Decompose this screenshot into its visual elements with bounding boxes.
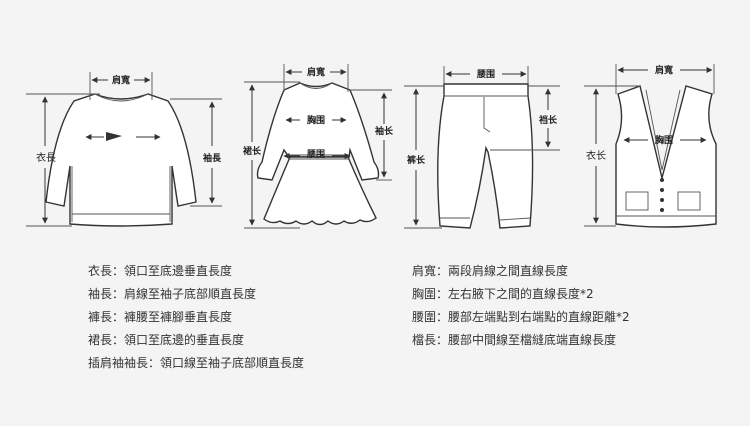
legend-right-1: 肩寬：兩段肩線之間直線長度 <box>412 264 569 278</box>
dress-figure: 肩寬 胸围 腰围 裙长 袖长 <box>243 64 394 229</box>
legend-right-4: 檔長：腰部中間線至檔縫底端直線長度 <box>412 333 617 347</box>
vest-shoulder-label: 肩寬 <box>654 64 673 76</box>
sweater-figure: 肩寬 衣長 袖長 <box>26 72 222 227</box>
legend-right-2: 胸圍：左右腋下之間的直線長度*2 <box>412 287 594 301</box>
dress-skirt <box>263 156 377 226</box>
legend-left-4: 裙長：領口至底邊的垂直長度 <box>88 333 245 347</box>
top-length-label: 衣長 <box>36 151 56 164</box>
legend-right-3: 腰圍：腰部左端點到右端點的直線距離*2 <box>412 310 630 324</box>
sweater-body <box>45 93 197 227</box>
legend-left-3: 褲長：褲腰至褲腳垂直長度 <box>88 310 233 324</box>
vest-collar-inner <box>645 89 681 171</box>
vest-pocket-left <box>625 191 649 211</box>
pants-length-label: 裤长 <box>406 154 426 166</box>
dress-shoulder-label: 肩寬 <box>306 66 325 78</box>
sweater-neckline <box>94 93 149 102</box>
pants-rise-label: 裆长 <box>539 114 558 126</box>
legend-left-1: 衣長：領口至底邊垂直長度 <box>88 264 233 278</box>
vest-figure: 肩寬 胸围 衣长 <box>584 64 717 228</box>
dress-chest-label: 胸围 <box>307 114 325 126</box>
vest-button-2 <box>660 188 664 192</box>
pants-outline <box>437 83 534 229</box>
vest-button-4 <box>660 208 664 212</box>
vest-button-1 <box>660 178 664 182</box>
vest-outline <box>615 85 717 228</box>
dress-neckline <box>299 82 333 89</box>
legend-left-2: 袖長：肩線至袖子底部順直長度 <box>88 287 257 301</box>
dress-waist-label: 腰围 <box>306 149 325 160</box>
top-sleeve-label: 袖長 <box>202 152 222 164</box>
pants-figure: 腰围 裤长 裆长 <box>404 66 560 229</box>
dress-skirt-length-label: 裙长 <box>243 145 262 157</box>
vest-button-3 <box>660 198 664 202</box>
vest-length-label: 衣长 <box>586 149 606 162</box>
pants-cuff-right <box>499 217 531 221</box>
pants-waist-label: 腰围 <box>476 69 495 80</box>
vest-pocket-right <box>677 191 701 211</box>
top-shoulder-label: 肩寬 <box>111 74 130 86</box>
chest-scribble-icon <box>106 132 122 141</box>
legend-left-5: 插肩袖袖長：領口線至袖子底部順直長度 <box>88 356 305 370</box>
pants-fly <box>483 97 491 133</box>
vest-chest-label: 胸围 <box>655 134 673 146</box>
dress-sleeve-label: 袖长 <box>374 125 394 137</box>
